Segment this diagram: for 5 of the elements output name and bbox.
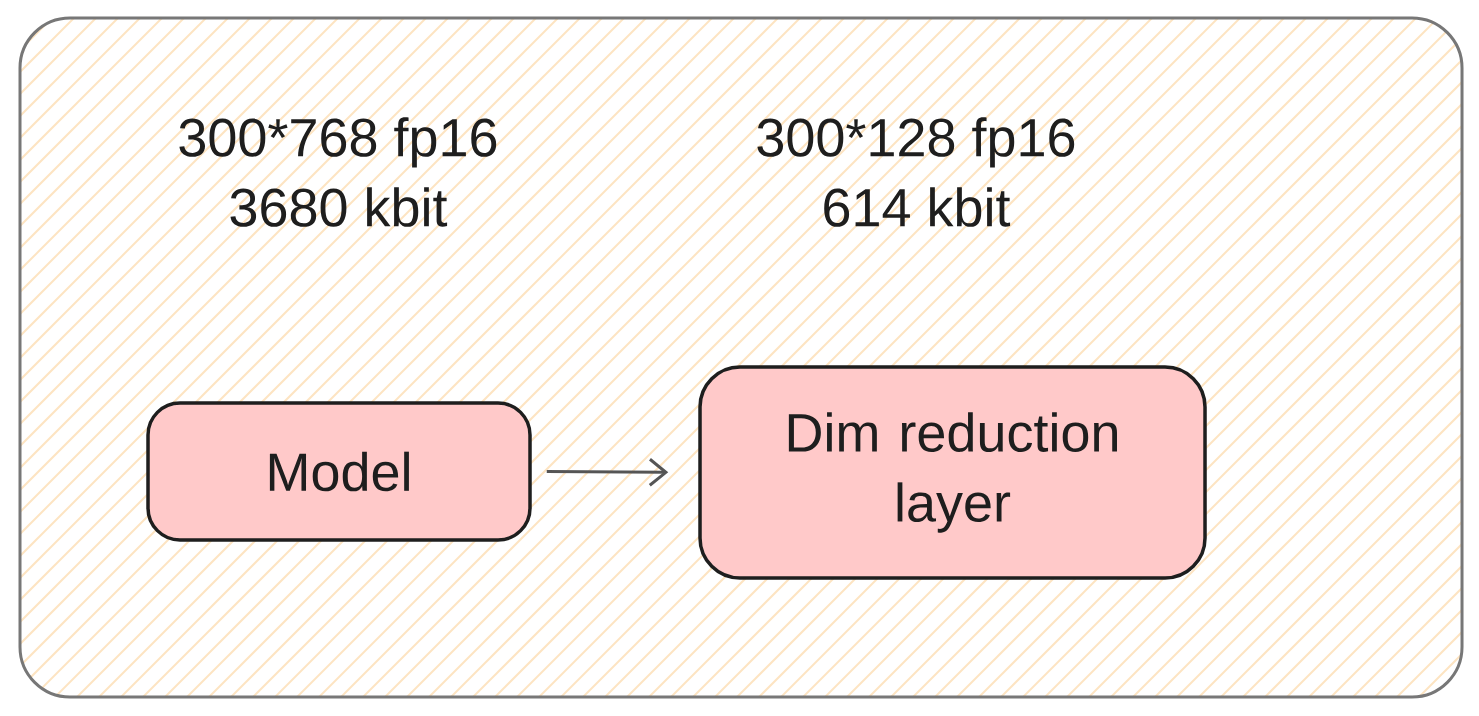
arrow bbox=[546, 458, 669, 487]
process-box: Model bbox=[146, 401, 532, 542]
size-label: 300*128 fp16 614 kbit bbox=[757, 117, 1075, 227]
process-box: Dim reduction layer bbox=[698, 365, 1207, 580]
size-label: 300*768 fp16 3680 kbit bbox=[179, 117, 497, 227]
